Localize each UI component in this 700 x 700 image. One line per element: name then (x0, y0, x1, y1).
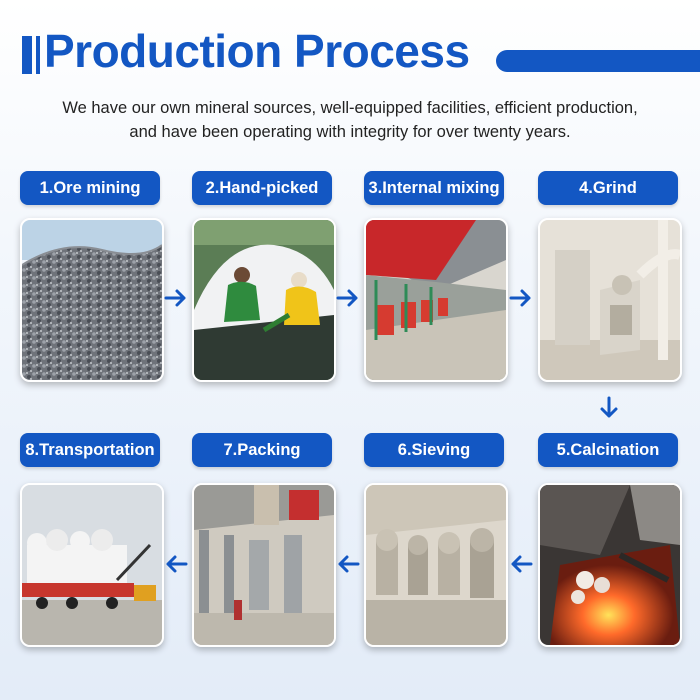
arrow-icon (508, 551, 534, 577)
photo-transportation (20, 483, 164, 647)
photo-calcination (538, 483, 682, 647)
photo-sieving (364, 483, 508, 647)
arrow-icon (163, 285, 189, 311)
photo-grind (538, 218, 682, 382)
step-label-hand-picked: 2.Hand-picked (192, 171, 332, 205)
intro-line-2: and have been operating with integrity f… (129, 123, 571, 141)
step-label-ore-mining: 1.Ore mining (20, 171, 160, 205)
title-accent-bar (22, 36, 32, 74)
step-label-grind: 4.Grind (538, 171, 678, 205)
arrow-icon (596, 395, 622, 421)
intro-line-1: We have our own mineral sources, well-eq… (62, 99, 638, 117)
title-decoration-line (496, 50, 700, 72)
page-title: Production Process (44, 25, 470, 77)
arrow-icon (508, 285, 534, 311)
arrow-icon (335, 551, 361, 577)
photo-hand-picked (192, 218, 336, 382)
step-label-calcination: 5.Calcination (538, 433, 678, 467)
intro-text: We have our own mineral sources, well-eq… (20, 96, 680, 144)
step-label-internal-mixing: 3.Internal mixing (364, 171, 504, 205)
arrow-icon (335, 285, 361, 311)
step-label-packing: 7.Packing (192, 433, 332, 467)
arrow-icon (163, 551, 189, 577)
title-accent-bar-thin (36, 36, 40, 74)
step-label-sieving: 6.Sieving (364, 433, 504, 467)
photo-internal-mixing (364, 218, 508, 382)
photo-packing (192, 483, 336, 647)
photo-ore-mining (20, 218, 164, 382)
step-label-transportation: 8.Transportation (20, 433, 160, 467)
